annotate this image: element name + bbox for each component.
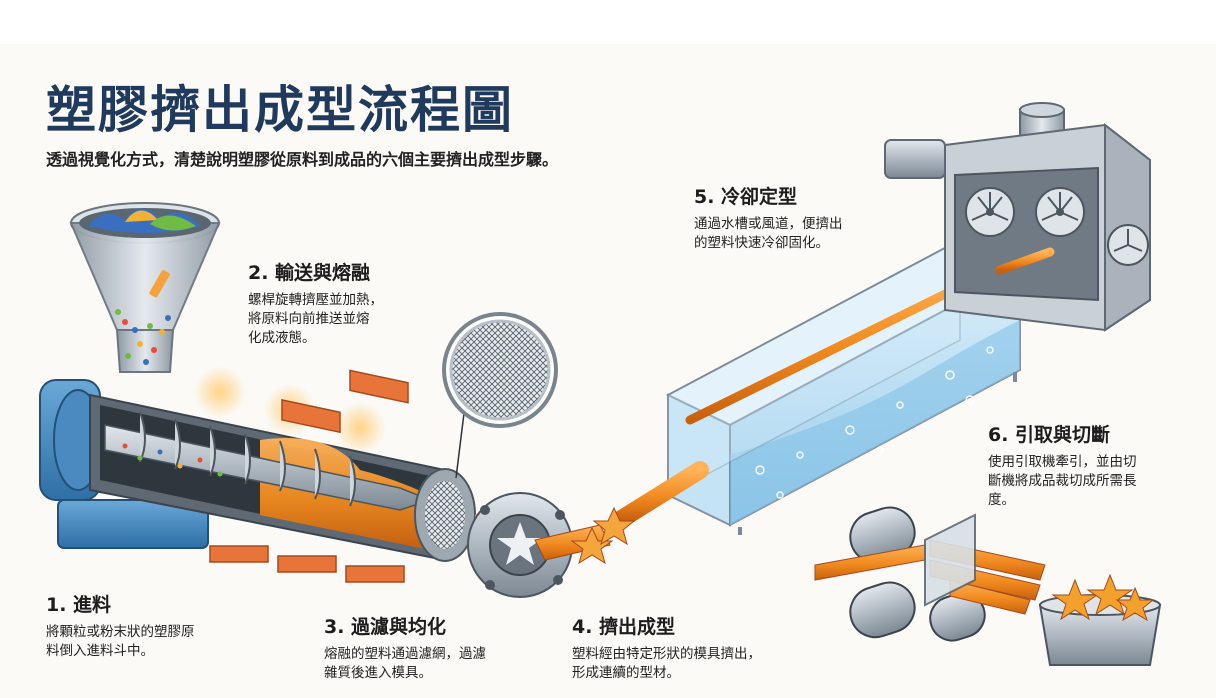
step-5-desc-line: 的塑料快速冷卻固化。 [694, 235, 829, 251]
granules [115, 309, 171, 365]
step-4-desc-line: 形成連續的型材。 [572, 665, 680, 681]
step-1-desc-line: 將顆粒或粉末狀的塑膠原 [46, 624, 195, 640]
step-2-desc-line: 將原料向前推送並熔 [248, 311, 370, 327]
finished-products-bin [1038, 573, 1162, 666]
step-5-desc-line: 通過水槽或風道，便擠出 [694, 216, 843, 232]
page-subtitle: 透過視覺化方式，清楚說明塑膠從原料到成品的六個主要擠出成型步驟。 [46, 150, 559, 169]
step-3-desc-line: 雜質後進入模具。 [324, 665, 432, 681]
step-6-desc-line: 度。 [988, 492, 1015, 508]
step-6-desc-line: 斷機將成品裁切成所需長 [988, 473, 1137, 489]
step-2-conveying-melting: 2. 輸送與熔融 螺桿旋轉擠壓並加熱， 將原料向前推送並熔 化成液態。 [248, 258, 383, 348]
filter-screen-callout [442, 312, 558, 479]
step-2-desc-line: 螺桿旋轉擠壓並加熱， [248, 292, 383, 308]
haul-off-and-cutter [814, 506, 1046, 642]
cooling-tank [592, 238, 1023, 546]
step-6-desc-line: 使用引取機牽引，並由切 [988, 454, 1137, 470]
extruder-barrel [89, 366, 476, 583]
step-3-filtering-homogenizing: 3. 過濾與均化 熔融的塑料通過濾網，過濾 雜質後進入模具。 [324, 612, 486, 683]
step-2-description: 螺桿旋轉擠壓並加熱， 將原料向前推送並熔 化成液態。 [248, 291, 383, 348]
step-1-title: 1. 進料 [46, 594, 112, 616]
step-1-feeding: 1. 進料 將顆粒或粉末狀的塑膠原 料倒入進料斗中。 [46, 590, 195, 661]
step-5-description: 通過水槽或風道，便擠出 的塑料快速冷卻固化。 [694, 215, 843, 253]
step-3-title: 3. 過濾與均化 [324, 616, 447, 638]
step-4-title: 4. 擠出成型 [572, 616, 676, 638]
page-title: 塑膠擠出成型流程圖 [46, 81, 514, 139]
barrel-granules [122, 443, 223, 477]
hopper [69, 202, 221, 373]
step-5-title: 5. 冷卻定型 [694, 186, 798, 208]
air-cooling-unit [884, 102, 1151, 332]
step-2-desc-line: 化成液態。 [248, 330, 316, 346]
step-3-description: 熔融的塑料通過濾網，過濾 雜質後進入模具。 [324, 645, 486, 683]
step-1-desc-line: 料倒入進料斗中。 [46, 643, 154, 659]
step-6-title: 6. 引取與切斷 [988, 424, 1111, 446]
extrusion-die [467, 492, 614, 598]
step-6-description: 使用引取機牽引，並由切 斷機將成品裁切成所需長 度。 [988, 453, 1137, 510]
step-4-desc-line: 塑料經由特定形狀的模具擠出， [572, 646, 761, 662]
step-4-description: 塑料經由特定形狀的模具擠出， 形成連續的型材。 [572, 645, 761, 683]
step-4-extrusion-forming: 4. 擠出成型 塑料經由特定形狀的模具擠出， 形成連續的型材。 [572, 612, 761, 683]
step-6-hauling-cutting: 6. 引取與切斷 使用引取機牽引，並由切 斷機將成品裁切成所需長 度。 [988, 420, 1137, 510]
step-5-cooling-setting: 5. 冷卻定型 通過水槽或風道，便擠出 的塑料快速冷卻固化。 [694, 182, 843, 253]
step-1-description: 將顆粒或粉末狀的塑膠原 料倒入進料斗中。 [46, 623, 195, 661]
step-2-title: 2. 輸送與熔融 [248, 262, 371, 284]
step-3-desc-line: 熔融的塑料通過濾網，過濾 [324, 646, 486, 662]
